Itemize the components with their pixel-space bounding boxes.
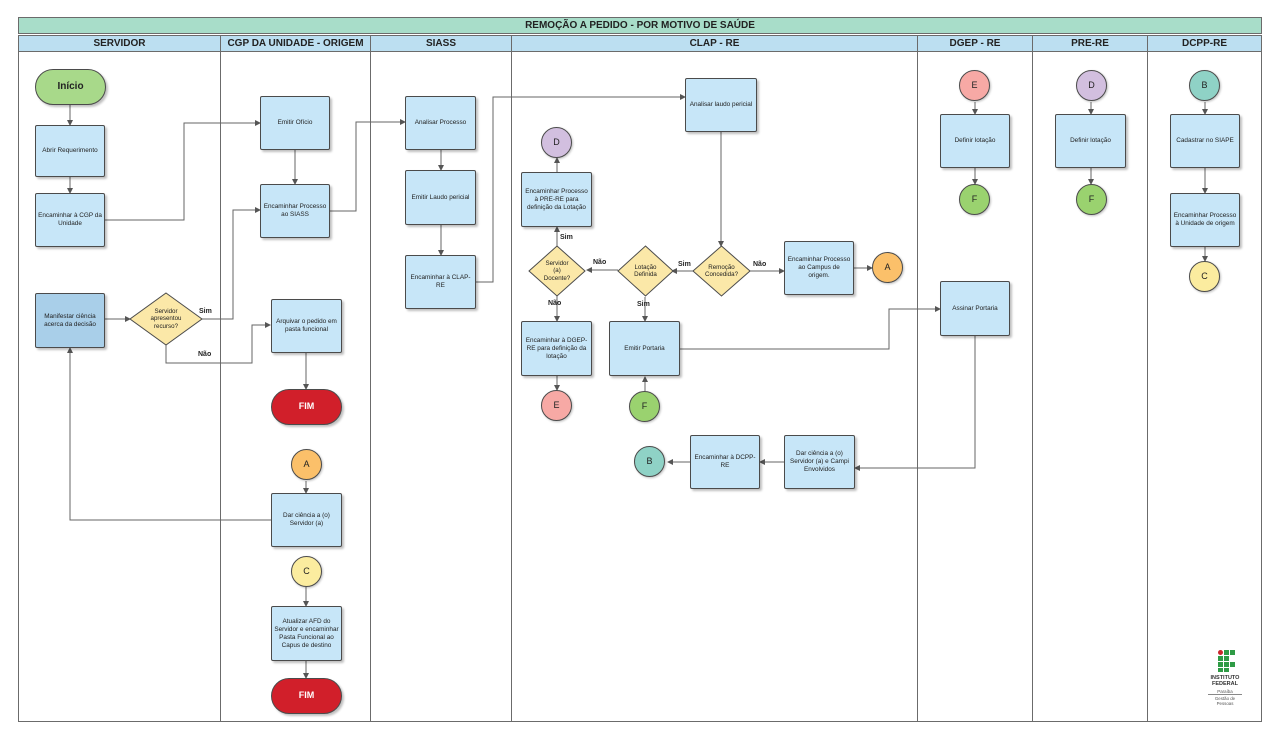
lane-header-clap-re: CLAP - RE xyxy=(511,35,918,52)
lane-header-siass: SIASS xyxy=(370,35,512,52)
connector-a-clap: A xyxy=(872,252,903,283)
logo-title: INSTITUTO FEDERAL xyxy=(1201,675,1249,687)
process-encaminhar-dcpp: Encaminhar à DCPP-RE xyxy=(690,435,760,489)
label-nao-lotacao: Não xyxy=(593,259,607,266)
process-encaminhar-unidade-origem: Encaminhar Processo à Unidade de origem xyxy=(1170,193,1240,247)
decision-servidor-docente-text: Servidor (a) Docente? xyxy=(543,259,571,282)
connector-d-clap: D xyxy=(541,127,572,158)
process-cadastrar-siape: Cadastrar no SIAPE xyxy=(1170,114,1240,168)
process-atualizar-afd: Atualizar AFD do Servidor e encaminhar P… xyxy=(271,606,342,661)
process-assinar-portaria: Assinar Portaria xyxy=(940,281,1010,336)
instituto-federal-logo: INSTITUTO FEDERAL Paraíba Gestão de Pess… xyxy=(1205,650,1245,710)
lane-clap-re xyxy=(511,52,918,722)
connector-f-clap: F xyxy=(629,391,660,422)
label-sim-recurso: Sim xyxy=(199,308,212,315)
process-definir-lotacao-dgep: Definir lotação xyxy=(940,114,1010,168)
label-nao-docente: Não xyxy=(548,300,562,307)
edge-decisao-nao xyxy=(165,322,271,364)
decision-servidor-docente: Servidor (a) Docente? xyxy=(528,245,586,297)
diagram-title: REMOÇÃO A PEDIDO - POR MOTIVO DE SAÚDE xyxy=(18,17,1262,34)
label-sim-lotacao: Sim xyxy=(637,301,650,308)
edge-dar-ciencia-manifestar xyxy=(67,347,271,521)
logo-line-1: INSTITUTO xyxy=(1210,675,1240,681)
label-sim-remocao: Sim xyxy=(678,261,691,268)
process-emitir-oficio: Emitir Ofício xyxy=(260,96,330,150)
connector-e-clap: E xyxy=(541,390,572,421)
decision-remocao-concedida-text: Remoção Concedida? xyxy=(704,263,739,278)
process-analisar-processo: Analisar Processo xyxy=(405,96,476,150)
connector-c-cgp: C xyxy=(291,556,322,587)
logo-caption-2: Pessoas xyxy=(1216,701,1234,707)
logo-caption-1: Gestão de xyxy=(1214,696,1236,701)
process-emitir-portaria: Emitir Portaria xyxy=(609,321,680,376)
decision-servidor-recurso-text: Servidor apresentou recurso? xyxy=(150,307,182,330)
lane-header-pre-re: PRE-RE xyxy=(1032,35,1148,52)
process-encaminhar-dgep: Encaminhar à DGEP-RE para definição da l… xyxy=(521,321,592,376)
decision-lotacao-definida-text: Lotação Definida xyxy=(634,263,657,278)
process-definir-lotacao-pre: Definir lotação xyxy=(1055,114,1126,168)
decision-lotacao-definida: Lotação Definida xyxy=(617,245,674,297)
logo-mark-icon xyxy=(1218,650,1236,672)
process-encaminhar-clap: Encaminhar à CLAP-RE xyxy=(405,255,476,309)
end-terminal-fim-1: FIM xyxy=(271,389,342,425)
process-manifestar-ciencia: Manifestar ciência acerca da decisão xyxy=(35,293,105,348)
label-sim-docente: Sim xyxy=(560,234,573,241)
connector-c-dcpp: C xyxy=(1189,261,1220,292)
start-terminal-inicio: Início xyxy=(35,69,106,105)
process-analisar-laudo: Analisar laudo pericial xyxy=(685,78,757,132)
edge-emitir-assinar xyxy=(680,306,941,350)
process-encaminhar-pre: Encaminhar Processo à PRE-RE para defini… xyxy=(521,172,592,227)
connector-f-dgep: F xyxy=(959,184,990,215)
edge-encaminhar-oficio xyxy=(105,120,261,221)
process-emitir-laudo: Emitir Laudo pericial xyxy=(405,170,476,225)
label-nao-remocao: Não xyxy=(753,261,767,268)
process-dar-ciencia-servidor: Dar ciência a (o) Servidor (a) xyxy=(271,493,342,547)
process-encaminhar-cgp: Encaminhar à CGP da Unidade xyxy=(35,193,105,247)
logo-divider xyxy=(1208,694,1242,695)
logo-line-2: FEDERAL xyxy=(1212,681,1238,688)
connector-f-pre: F xyxy=(1076,184,1107,215)
lane-header-dcpp-re: DCPP-RE xyxy=(1147,35,1262,52)
connector-a-cgp: A xyxy=(291,449,322,480)
decision-remocao-concedida: Remoção Concedida? xyxy=(692,245,751,297)
process-abrir-requerimento: Abrir Requerimento xyxy=(35,125,105,177)
edge-decisao-sim xyxy=(202,207,261,320)
edge-assinar-dar-ciencia xyxy=(854,336,976,471)
connector-b-clap: B xyxy=(634,446,665,477)
connector-e-dgep: E xyxy=(959,70,990,101)
logo-campus: Paraíba xyxy=(1217,689,1233,694)
logo-caption: Gestão de Pessoas xyxy=(1201,696,1249,707)
edge-clap-analisar-laudo xyxy=(476,94,686,283)
process-encaminhar-siass: Encaminhar Processo ao SIASS xyxy=(260,184,330,238)
end-terminal-fim-2: FIM xyxy=(271,678,342,714)
connector-b-dcpp: B xyxy=(1189,70,1220,101)
decision-servidor-recurso: Servidor apresentou recurso? xyxy=(129,292,203,346)
label-nao-recurso: Não xyxy=(198,351,212,358)
edge-siass-analisar xyxy=(330,119,406,212)
process-dar-ciencia-campi: Dar ciência a (o) Servidor (a) e Campi E… xyxy=(784,435,855,489)
process-arquivar-pedido: Arquivar o pedido em pasta funcional xyxy=(271,299,342,353)
process-encaminhar-campus-origem: Encaminhar Processo ao Campus de origem. xyxy=(784,241,854,295)
connector-d-pre: D xyxy=(1076,70,1107,101)
